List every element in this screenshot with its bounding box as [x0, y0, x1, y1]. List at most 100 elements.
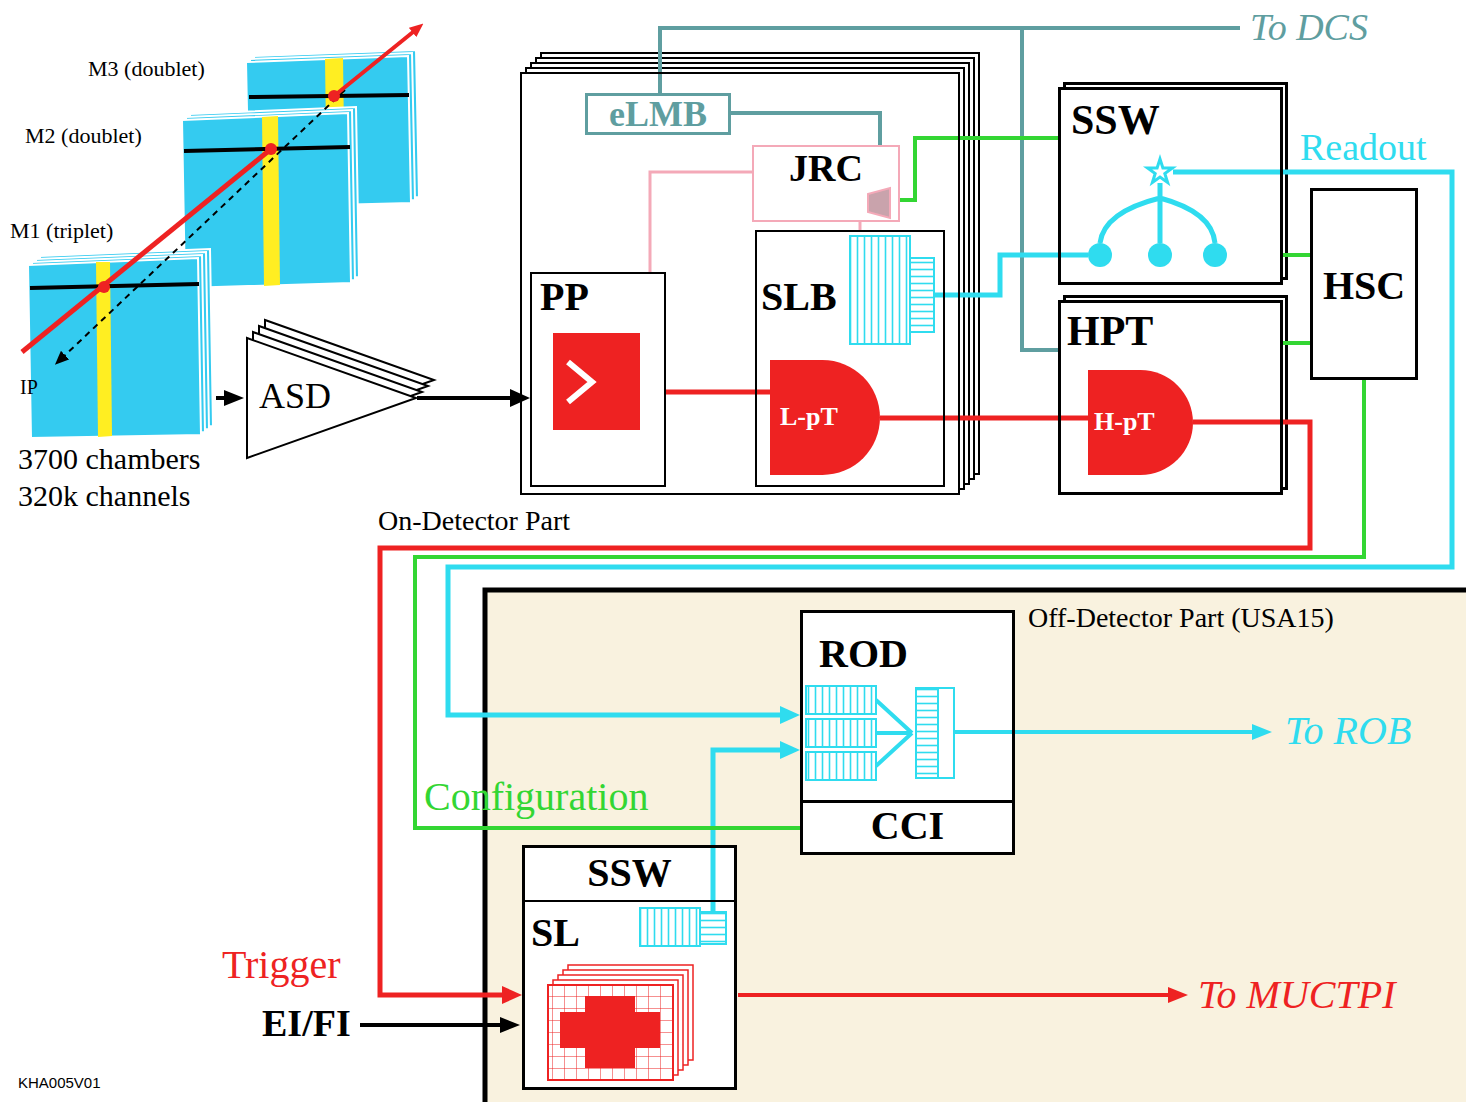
slb-register	[850, 236, 945, 344]
board-stack	[520, 53, 1418, 1090]
gate-shape	[1088, 370, 1193, 475]
part-name: M3 (doublet)	[88, 56, 205, 81]
part-name: M3 (doublet)	[88, 56, 205, 81]
signal-line	[731, 113, 880, 145]
line-label: Configuration	[424, 774, 648, 820]
box-fill	[1310, 188, 1418, 380]
signal-line	[1283, 341, 1310, 345]
ssw-tree	[1058, 159, 1283, 267]
muon-track	[22, 28, 418, 360]
signal-name: EI/FI	[262, 1002, 351, 1046]
line-label: Configuration	[424, 774, 648, 820]
box-title: Off-Detector Part (USA15)	[1028, 602, 1466, 634]
box-title: SSW	[1071, 96, 1280, 144]
process-box: HPT H-pT	[1058, 300, 1283, 495]
rod-register	[916, 688, 938, 778]
process-box: SLBL-pT	[755, 230, 945, 487]
muon-track	[22, 149, 271, 352]
off-detector-ground	[483, 588, 1466, 1102]
process-box: SSW	[1058, 87, 1283, 285]
box-title: HPT	[1067, 307, 1280, 355]
sl-logic	[585, 996, 635, 1068]
jrc-mux	[868, 188, 890, 218]
off-detector-ground	[485, 590, 1466, 1102]
region-band: Off-Detector Part (USA15)RODCCISSWSL	[483, 588, 1466, 1102]
muon-track	[328, 90, 340, 102]
rod-register	[876, 700, 912, 766]
signal-line	[880, 416, 1088, 421]
slb-register	[910, 258, 934, 332]
signal-name: EI/FI	[262, 1002, 351, 1046]
line-label: Trigger	[222, 942, 341, 988]
board-box: On-Detector ParteLMBJRCPPSLBL-pT	[520, 72, 960, 495]
part-name: M1 (triplet)	[10, 218, 113, 243]
box-title: ASD	[259, 376, 417, 417]
process-box: eLMB	[585, 93, 731, 135]
note: 3700 chambers	[18, 442, 200, 477]
sl-logic	[711, 847, 716, 912]
note: 320k channels	[18, 479, 190, 514]
signal-arrow	[954, 730, 1262, 734]
signal-line	[859, 222, 862, 230]
box-fill	[1058, 300, 1283, 495]
line-label: Readout	[1300, 126, 1427, 170]
muon-track	[334, 28, 418, 96]
signal-name: To MUCTPI	[1198, 972, 1395, 1018]
signal-name: To DCS	[1250, 6, 1368, 50]
sl-logic	[700, 912, 726, 944]
process-box: PP	[530, 272, 666, 487]
rod-register	[806, 686, 954, 780]
part-name: M1 (triplet)	[10, 218, 113, 243]
box-title: SSW	[525, 850, 734, 902]
muon-chambers	[96, 262, 112, 437]
signal-line	[1283, 253, 1310, 257]
box-title: eLMB	[588, 96, 728, 132]
muon-track	[98, 281, 110, 293]
rod-register	[806, 719, 876, 747]
line-label: Readout	[1300, 126, 1427, 170]
off-detector-ground	[483, 588, 1466, 1102]
box-title: JRC	[754, 147, 898, 191]
line-label: Trigger	[222, 942, 341, 988]
logic-gate: H-pT	[1088, 370, 1193, 475]
muon-chambers	[28, 258, 201, 438]
box-title: ROD	[819, 631, 1012, 677]
signal-name: To ROB	[1285, 708, 1411, 754]
signal-line	[900, 138, 1058, 200]
sl-logic	[548, 985, 673, 1080]
part-name: M2 (doublet)	[25, 123, 142, 148]
ssw-tree	[1148, 159, 1173, 183]
gate-shape	[770, 360, 880, 475]
sl-logic	[640, 908, 700, 946]
jrc-mux	[868, 188, 890, 218]
box-title: PP	[540, 274, 664, 320]
slb-register	[850, 236, 910, 344]
muon-chambers	[30, 284, 199, 288]
ssw-tree	[1203, 243, 1227, 267]
ssw-tree	[1148, 243, 1172, 267]
signal-line	[945, 255, 1058, 295]
note: 3700 chambers	[18, 442, 200, 477]
logic-gate: L-pT	[770, 360, 880, 475]
box-title: H-pT	[1094, 407, 1193, 437]
part-name: IP	[20, 376, 38, 399]
box-title: L-pT	[780, 402, 880, 432]
amplifier-shape	[247, 338, 416, 458]
signal-line	[448, 172, 1452, 715]
rod-register	[806, 752, 876, 780]
process-box: JRC	[752, 145, 900, 222]
box-title: HSC	[1313, 263, 1415, 309]
rod-register	[938, 688, 954, 778]
box-fill	[1058, 87, 1283, 285]
signal-arrow	[216, 396, 234, 400]
signal-line	[713, 750, 790, 845]
watermark: KHA005V01	[18, 1074, 101, 1091]
part-name: IP	[20, 376, 38, 399]
signal-line	[650, 172, 752, 272]
process-box: SSWSL	[522, 845, 737, 1090]
pp-comparator	[553, 333, 640, 430]
note: 320k channels	[18, 479, 190, 514]
